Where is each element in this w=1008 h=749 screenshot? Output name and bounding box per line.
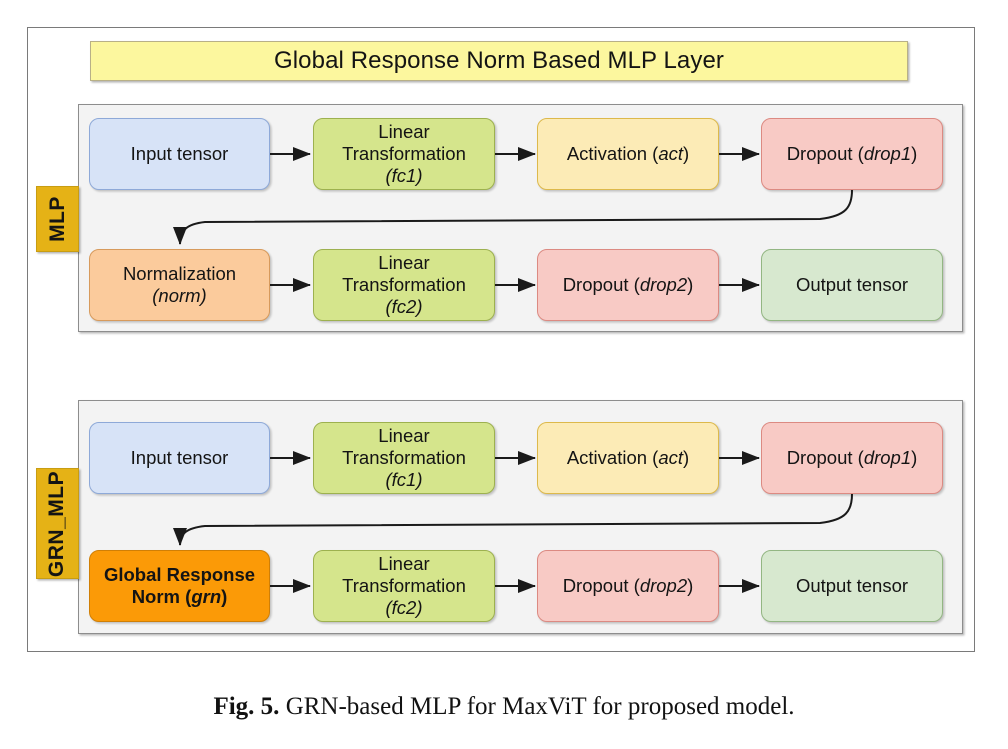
node-label-line2: ): [911, 447, 918, 469]
node-label-line2: Transformation: [342, 274, 466, 296]
node-label-line2: Transformation: [342, 143, 466, 165]
node-label: Output tensor: [795, 274, 909, 296]
node-mlp-activation: Activation (act): [537, 118, 719, 190]
node-label-line1: Dropout (: [562, 575, 640, 597]
figure-title-banner: Global Response Norm Based MLP Layer: [90, 41, 908, 81]
node-label-line2: ): [687, 575, 694, 597]
node-grn-mlp-drop2: Dropout (drop2): [537, 550, 719, 622]
node-grn-mlp-activation: Activation (act): [537, 422, 719, 494]
node-mlp-normalization: Normalization (norm): [89, 249, 270, 321]
node-label-line2: Norm (: [131, 586, 192, 607]
node-mlp-drop2: Dropout (drop2): [537, 249, 719, 321]
node-label-line1: Dropout (: [786, 447, 864, 469]
node-label: Input tensor: [130, 447, 229, 469]
node-label-line2: ): [687, 274, 694, 296]
node-label-line1: Linear: [378, 553, 430, 575]
node-mlp-fc2: Linear Transformation (fc2): [313, 249, 495, 321]
node-label-line1: Activation (: [566, 143, 659, 165]
node-mlp-input-tensor: Input tensor: [89, 118, 270, 190]
node-label-line2: ): [683, 143, 690, 165]
node-label-line2: ): [683, 447, 690, 469]
node-grn-mlp-input-tensor: Input tensor: [89, 422, 270, 494]
node-grn-mlp-drop1: Dropout (drop1): [761, 422, 943, 494]
node-label-line1: Activation (: [566, 447, 659, 469]
node-grn-mlp-output-tensor: Output tensor: [761, 550, 943, 622]
node-label-line1: Linear: [378, 121, 430, 143]
node-label-sub: act: [658, 143, 684, 165]
group-tab-grn-mlp-label: GRN_MLP: [45, 470, 69, 577]
node-label-sub: (fc1): [385, 468, 423, 490]
node-label-sub: grn: [191, 586, 222, 607]
node-label-sub: (fc1): [385, 164, 423, 186]
node-mlp-output-tensor: Output tensor: [761, 249, 943, 321]
node-label-line1: Normalization: [122, 263, 237, 285]
figure-caption-label: Fig. 5.: [213, 693, 280, 720]
node-mlp-fc1: Linear Transformation (fc1): [313, 118, 495, 190]
node-grn-mlp-fc1: Linear Transformation (fc1): [313, 422, 495, 494]
node-label-sub: act: [658, 447, 684, 469]
node-label-line2: Transformation: [342, 575, 466, 597]
node-label-sub: (norm): [152, 285, 207, 306]
node-label: Input tensor: [130, 143, 229, 165]
figure-caption-text: GRN-based MLP for MaxViT for proposed mo…: [285, 693, 795, 720]
node-label-line2: Transformation: [342, 447, 466, 469]
node-label-sub: drop2: [639, 274, 688, 296]
figure-title-text: Global Response Norm Based MLP Layer: [273, 47, 725, 74]
node-label: Output tensor: [795, 575, 909, 597]
node-grn-mlp-fc2: Linear Transformation (fc2): [313, 550, 495, 622]
group-tab-grn-mlp: GRN_MLP: [36, 468, 79, 579]
node-grn-mlp-global-response-norm: Global Response Norm (grn): [89, 550, 270, 622]
node-label-sub: drop1: [863, 143, 912, 165]
node-label-line1: Linear: [378, 252, 430, 274]
node-label-line1: Dropout (: [786, 143, 864, 165]
node-label-line1: Global Response: [103, 564, 256, 586]
figure-caption: Fig. 5. GRN-based MLP for MaxViT for pro…: [0, 693, 1008, 721]
node-label-line1: Linear: [378, 425, 430, 447]
node-label-sub: drop2: [639, 575, 688, 597]
node-label-line3: ): [221, 586, 228, 607]
node-label-line1: Dropout (: [562, 274, 640, 296]
node-label-line2: ): [911, 143, 918, 165]
node-label-sub: (fc2): [385, 295, 423, 317]
group-tab-mlp-label: MLP: [45, 196, 69, 242]
node-label-sub: (fc2): [385, 596, 423, 618]
node-mlp-drop1: Dropout (drop1): [761, 118, 943, 190]
node-label-sub: drop1: [863, 447, 912, 469]
group-tab-mlp: MLP: [36, 186, 79, 252]
